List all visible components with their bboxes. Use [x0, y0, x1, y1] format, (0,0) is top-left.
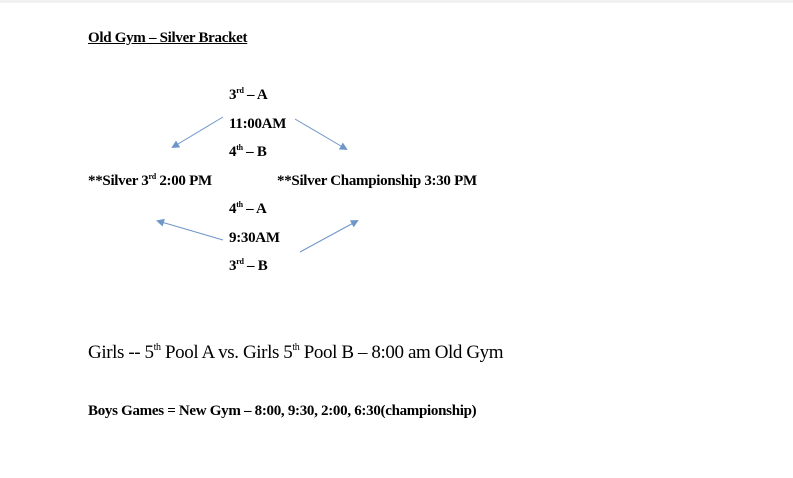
bottom-match-team2: 3rd – B [229, 257, 268, 275]
bottom-match-team1: 4th – A [229, 200, 267, 218]
silver-championship-game: **Silver Championship 3:30 PM [277, 173, 477, 189]
bottom-match-time: 9:30AM [229, 230, 280, 246]
girls-game-line: Girls -- 5th Pool A vs. Girls 5th Pool B… [88, 342, 504, 363]
top-border [0, 0, 793, 3]
top-match-team1: 3rd – A [229, 86, 268, 104]
arrow-bottom-left [156, 218, 224, 241]
arrow-bottom-right [299, 220, 359, 253]
arrow-top-right [294, 118, 348, 151]
boys-games-line: Boys Games = New Gym – 8:00, 9:30, 2:00,… [88, 403, 477, 419]
page-title: Old Gym – Silver Bracket [88, 30, 248, 46]
silver-third-place-game: **Silver 3rd 2:00 PM [88, 172, 212, 190]
arrow-top-left [171, 116, 224, 149]
top-match-team2: 4th – B [229, 143, 267, 161]
top-match-time: 11:00AM [229, 116, 287, 132]
